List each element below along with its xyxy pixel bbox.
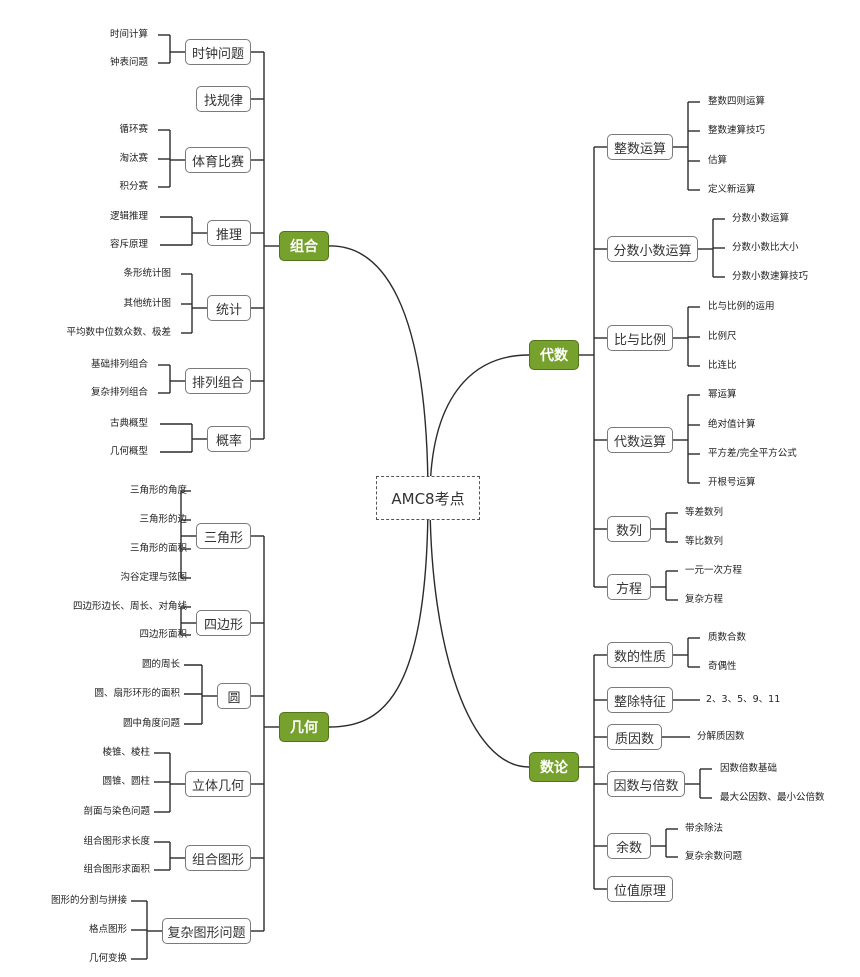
leaf-logic-reasoning: 逻辑推理: [109, 211, 148, 222]
leaf-division-with-remainder: 带余除法: [685, 823, 724, 834]
leaf-square-root: 开根号运算: [708, 477, 756, 488]
leaf-pythagoras: 沟谷定理与弦图: [120, 572, 187, 583]
topic-place-value: 位值原理: [607, 876, 673, 902]
leaf-triangle-area: 三角形的面积: [129, 543, 187, 554]
topic-clock-problems: 时钟问题: [185, 39, 251, 65]
leaf-circle-perimeter: 圆的周长: [141, 659, 180, 670]
leaf-square-formulas: 平方差/完全平方公式: [708, 448, 797, 459]
leaf-integer-quick-calc: 整数速算技巧: [708, 125, 766, 136]
topic-sports-competition: 体育比赛: [185, 147, 251, 173]
topic-sequences: 数列: [607, 516, 651, 542]
topic-solid-geometry: 立体几何: [185, 771, 251, 797]
leaf-fraction-compare: 分数小数比大小: [732, 242, 799, 253]
topic-remainders: 余数: [607, 833, 651, 859]
leaf-chained-ratio: 比连比: [708, 360, 737, 371]
leaf-absolute-value: 绝对值计算: [708, 419, 756, 430]
leaf-divisibility-rules: 2、3、5、9、11: [706, 694, 781, 705]
topic-ratio-proportion: 比与比例: [607, 325, 673, 351]
leaf-composite-area: 组合图形求面积: [83, 864, 150, 875]
topic-triangles: 三角形: [196, 523, 251, 549]
topic-divisibility: 整除特征: [607, 687, 673, 713]
topic-prime-factors: 质因数: [607, 724, 662, 750]
leaf-estimation: 估算: [708, 155, 728, 166]
leaf-linear-equation: 一元一次方程: [685, 565, 743, 576]
leaf-circle-area: 圆、扇形环形的面积: [94, 688, 180, 699]
branch-number-theory: 数论: [529, 752, 579, 782]
leaf-classical-probability: 古典概型: [109, 418, 148, 429]
topic-find-patterns: 找规律: [196, 86, 251, 112]
leaf-integer-arithmetic: 整数四则运算: [708, 96, 766, 107]
topic-permutations: 排列组合: [185, 368, 251, 394]
leaf-inclusion-exclusion: 容斥原理: [109, 239, 148, 250]
leaf-power-operations: 幂运算: [708, 389, 737, 400]
leaf-averages: 平均数中位数众数、极差: [66, 327, 171, 338]
topic-complex-figures: 复杂图形问题: [162, 918, 251, 944]
leaf-other-charts: 其他统计图: [123, 298, 171, 309]
leaf-complex-remainder: 复杂余数问题: [685, 851, 743, 862]
topic-quadrilaterals: 四边形: [196, 610, 251, 636]
topic-fraction-decimal: 分数小数运算: [607, 236, 698, 262]
leaf-arithmetic-sequence: 等差数列: [685, 507, 724, 518]
topic-algebraic-operations: 代数运算: [607, 427, 673, 453]
leaf-complex-equations: 复杂方程: [685, 594, 724, 605]
topic-statistics: 统计: [207, 295, 251, 321]
topic-equations: 方程: [607, 574, 651, 600]
leaf-factor-basics: 因数倍数基础: [720, 763, 778, 774]
topic-circles: 圆: [217, 683, 251, 709]
topic-factors-multiples: 因数与倍数: [607, 771, 685, 797]
curve-to-geometry: [328, 497, 429, 728]
leaf-round-robin: 循环赛: [119, 124, 148, 135]
topic-reasoning: 推理: [207, 220, 251, 246]
branch-algebra: 代数: [529, 340, 579, 370]
curve-to-algebra: [429, 354, 530, 499]
topic-integer-operations: 整数运算: [607, 134, 673, 160]
leaf-triangle-sides: 三角形的边: [139, 514, 187, 525]
topic-number-properties: 数的性质: [607, 642, 673, 668]
leaf-quadrilateral-sides: 四边形边长、周长、对角线: [72, 601, 187, 612]
leaf-complex-permutations: 复杂排列组合: [90, 387, 148, 398]
leaf-transformations: 几何变换: [88, 953, 127, 964]
curve-to-number-theory: [429, 497, 530, 768]
leaf-cross-section: 剖面与染色问题: [83, 806, 150, 817]
branch-geometry: 几何: [279, 712, 329, 742]
leaf-geometric-sequence: 等比数列: [685, 536, 724, 547]
leaf-lattice-figures: 格点图形: [88, 924, 127, 935]
leaf-fraction-quick-calc: 分数小数速算技巧: [732, 271, 809, 282]
leaf-dissection: 图形的分割与拼接: [50, 895, 127, 906]
leaf-scale: 比例尺: [708, 331, 737, 342]
leaf-pyramid-prism: 棱锥、棱柱: [102, 747, 150, 758]
leaf-circle-angles: 圆中角度问题: [122, 718, 180, 729]
leaf-basic-permutations: 基础排列组合: [90, 359, 148, 370]
leaf-prime-composite: 质数合数: [708, 632, 747, 643]
leaf-gcd-lcm: 最大公因数、最小公倍数: [720, 792, 825, 803]
leaf-prime-factorization: 分解质因数: [697, 731, 745, 742]
center-node: AMC8考点: [376, 476, 480, 520]
leaf-cone-cylinder: 圆锥、圆柱: [102, 776, 150, 787]
topic-composite-figures: 组合图形: [185, 845, 251, 871]
branch-combinatorics: 组合: [279, 231, 329, 261]
leaf-quadrilateral-area: 四边形面积: [139, 629, 187, 640]
leaf-triangle-angles: 三角形的角度: [129, 485, 187, 496]
leaf-clock-problems: 钟表问题: [109, 57, 148, 68]
leaf-geometric-probability: 几何概型: [109, 446, 148, 457]
leaf-time-calculation: 时间计算: [109, 29, 148, 40]
leaf-parity: 奇偶性: [708, 661, 737, 672]
leaf-bar-chart: 条形统计图: [123, 268, 171, 279]
leaf-composite-length: 组合图形求长度: [83, 836, 150, 847]
leaf-knockout: 淘汰赛: [119, 153, 148, 164]
leaf-points-match: 积分赛: [119, 181, 148, 192]
leaf-fraction-operations: 分数小数运算: [732, 213, 790, 224]
curve-to-combinatorics: [328, 245, 429, 499]
leaf-ratio-application: 比与比例的运用: [708, 301, 775, 312]
leaf-defined-operations: 定义新运算: [708, 184, 756, 195]
topic-probability: 概率: [207, 426, 251, 452]
